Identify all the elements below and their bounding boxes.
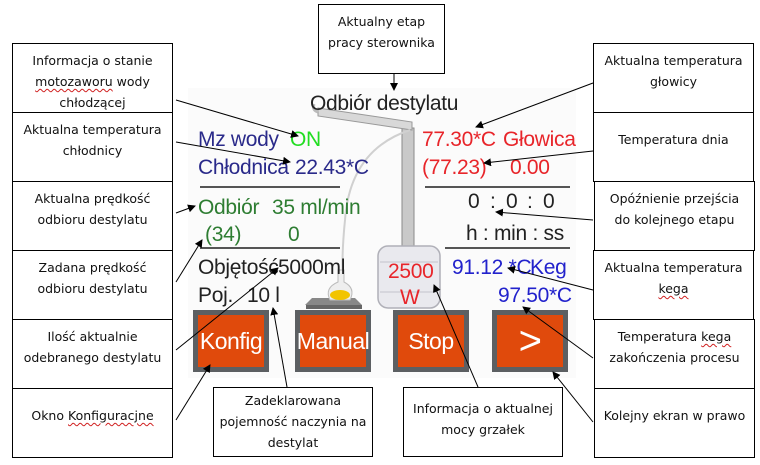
annotation-stage: Aktualny etap pracy sterownika: [318, 4, 445, 74]
annotation-keg-end: Temperatura kega zakończenia procesu: [594, 319, 755, 389]
draw-rate-setpoint: (34): [205, 223, 242, 246]
annotation-next: Kolejny ekran w prawo: [594, 388, 755, 458]
volume-label: Objętość: [198, 256, 279, 279]
draw-rate-label: Odbiór: [198, 196, 260, 219]
annotation-text: Ilość aktualnie: [47, 329, 138, 344]
manual-button[interactable]: Manual: [295, 310, 371, 372]
separator: [200, 186, 340, 188]
annotation-text: Informacja o stanie: [32, 53, 153, 68]
annotation-rate-set: Zadana prędkość odbioru destylatu: [12, 250, 173, 320]
delay-minutes: 0: [506, 190, 518, 213]
annotation-text: głowicy: [649, 74, 698, 89]
konfig-button-label: Konfig: [198, 315, 264, 367]
draw-rate-extra: 0: [288, 223, 300, 246]
annotation-power: Informacja o aktualnej mocy grzałek: [403, 387, 563, 457]
annotation-text: Temperatura kega: [595, 326, 754, 347]
annotation-text: wody: [116, 74, 150, 89]
annotation-text: odebranego destylatu: [23, 350, 162, 365]
konfig-button[interactable]: Konfig: [193, 310, 269, 372]
delay-sep-1: :: [490, 190, 496, 213]
cooler-temp-label: Chłodnica: [198, 156, 289, 179]
annotation-text: motozaworu wody: [13, 71, 172, 92]
separator: [425, 186, 570, 188]
head-temp-value: 77.30*C: [422, 128, 496, 151]
annotation-bottom: Temperatura dnia: [593, 112, 754, 182]
keg-end-temp-value: 97.50*C: [498, 284, 572, 307]
delay-sep-2: :: [527, 190, 533, 213]
annotation-text: mocy grzałek: [441, 422, 525, 437]
annotation-text: pojemność naczynia na: [219, 414, 367, 429]
annotation-text: Aktualny etap: [337, 14, 426, 29]
annotation-text: kega: [594, 278, 753, 299]
annotation-text: kega: [701, 329, 732, 344]
capacity-value: 10 l: [247, 284, 280, 307]
stop-button[interactable]: Stop: [393, 310, 469, 372]
annotation-valve: Informacja o stanie motozaworu wody chło…: [12, 43, 173, 113]
annotation-text: zakończenia procesu: [609, 350, 740, 365]
chevron-right-icon: >: [497, 315, 563, 367]
annotation-text: Informacja o aktualnej: [413, 401, 553, 416]
annotation-delay: Opóźnienie przejścia do kolejnego etapu: [594, 181, 755, 251]
annotation-text: Zadeklarowana: [244, 393, 342, 408]
cooling-valve-status: ON: [290, 128, 321, 151]
delay-hours: 0: [468, 190, 480, 213]
annotation-text: odbioru destylatu: [37, 281, 148, 296]
annotation-head: Aktualna temperatura głowicy: [593, 43, 754, 113]
cooler-temp-value: 22.43*C: [295, 156, 369, 179]
annotation-text: kega: [658, 281, 689, 296]
separator: [200, 247, 340, 249]
annotation-text: Aktualna temperatura: [604, 260, 743, 275]
annotation-text: destylat: [267, 435, 319, 450]
draw-rate-value: 35 ml/min: [272, 196, 361, 219]
annotation-text: Opóźnienie przejścia: [609, 191, 740, 206]
delay-units: h : min : ss: [466, 222, 564, 245]
annotation-text: Zadana prędkość: [38, 260, 147, 275]
annotation-keg: Aktualna temperatura kega: [593, 250, 754, 320]
head-temp-label: Głowica: [503, 128, 576, 151]
capacity-label: Poj.: [198, 284, 233, 307]
annotation-text: chłodnicy: [62, 143, 123, 158]
volume-value: 5000ml: [278, 256, 346, 279]
cooling-valve-label: Mz wody: [198, 128, 279, 151]
annotation-text: do kolejnego etapu: [614, 212, 735, 227]
delay-seconds: 0: [543, 190, 555, 213]
annotation-text: Kolejny ekran w prawo: [603, 408, 746, 423]
annotation-text: Okno: [31, 408, 65, 423]
annotation-amount: Ilość aktualnie odebranego destylatu: [12, 319, 173, 389]
bottom-temp-value: (77.23): [422, 156, 487, 179]
heater-power-unit: W: [400, 286, 420, 309]
keg-temp-label: Keg: [530, 256, 567, 279]
annotation-text: Aktualna temperatura: [604, 53, 743, 68]
keg-temp-value: 91.12 *C: [452, 256, 532, 279]
annotation-text: pracy sterownika: [328, 35, 435, 50]
annotation-text: Okno Konfiguracjne: [13, 405, 172, 426]
annotation-text: Konfiguracjne: [68, 408, 154, 423]
annotation-text: Aktualna prędkość: [34, 191, 151, 206]
annotation-cooler: Aktualna temperatura chłodnicy: [12, 112, 173, 182]
manual-button-label: Manual: [297, 315, 370, 367]
bottom-temp-extra: 0.00: [510, 156, 550, 179]
heater-power-value: 2500: [388, 260, 434, 283]
annotation-text: Temperatura: [617, 329, 698, 344]
next-screen-button[interactable]: >: [492, 310, 568, 372]
stage-title: Odbiór destylatu: [310, 92, 459, 115]
separator: [445, 247, 570, 249]
annotation-text: motozaworu: [35, 74, 113, 89]
annotation-rate: Aktualna prędkość odbioru destylatu: [12, 181, 173, 251]
annotation-config: Okno Konfiguracjne: [12, 388, 173, 458]
annotation-text: odbioru destylatu: [37, 212, 148, 227]
annotation-text: chłodzącej: [59, 95, 126, 110]
annotation-text: Aktualna temperatura: [23, 122, 162, 137]
annotation-text: Temperatura dnia: [618, 132, 729, 147]
annotation-capacity: Zadeklarowana pojemność naczynia na dest…: [213, 387, 373, 457]
stop-button-label: Stop: [398, 315, 464, 367]
